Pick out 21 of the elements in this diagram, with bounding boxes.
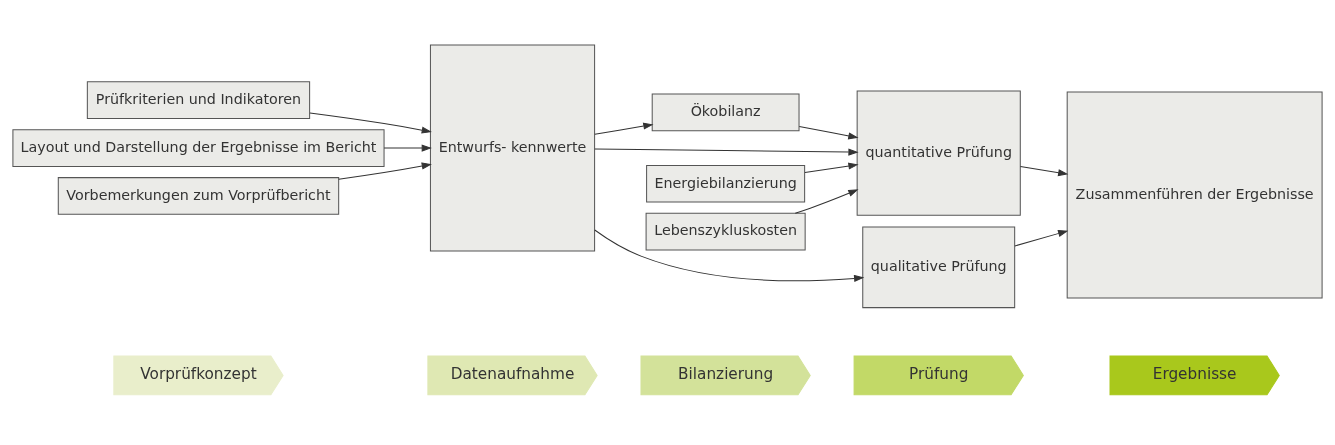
node-box: Ökobilanz (651, 93, 800, 131)
arrow (794, 188, 859, 214)
node-box: Energiebilanzierung (646, 164, 806, 203)
arrow (338, 162, 432, 180)
node-box: Zusammenführen der Ergebnisse (1066, 90, 1323, 298)
node-box: qualitative Prüfung (862, 226, 1016, 308)
arrow (798, 125, 859, 139)
node-box: Layout und Darstellung der Ergebnisse im Bericht (12, 128, 385, 167)
arrow (594, 122, 654, 135)
node-box: Vorbemerkungen zum Vorprüfbericht (57, 176, 340, 215)
node-box: Entwurfs- kennwerte (429, 44, 596, 252)
arrow (594, 148, 859, 156)
node-box: quantitative Prüfung (856, 89, 1021, 216)
node-box: Lebenszykluskosten (645, 212, 806, 251)
arrow (383, 144, 432, 152)
arrow (1019, 165, 1069, 176)
arrow (804, 162, 859, 173)
arrow (594, 229, 865, 282)
node-box: Prüfkriterien und Indikatoren (86, 80, 311, 119)
arrow (1014, 229, 1069, 246)
arrow (309, 112, 432, 134)
